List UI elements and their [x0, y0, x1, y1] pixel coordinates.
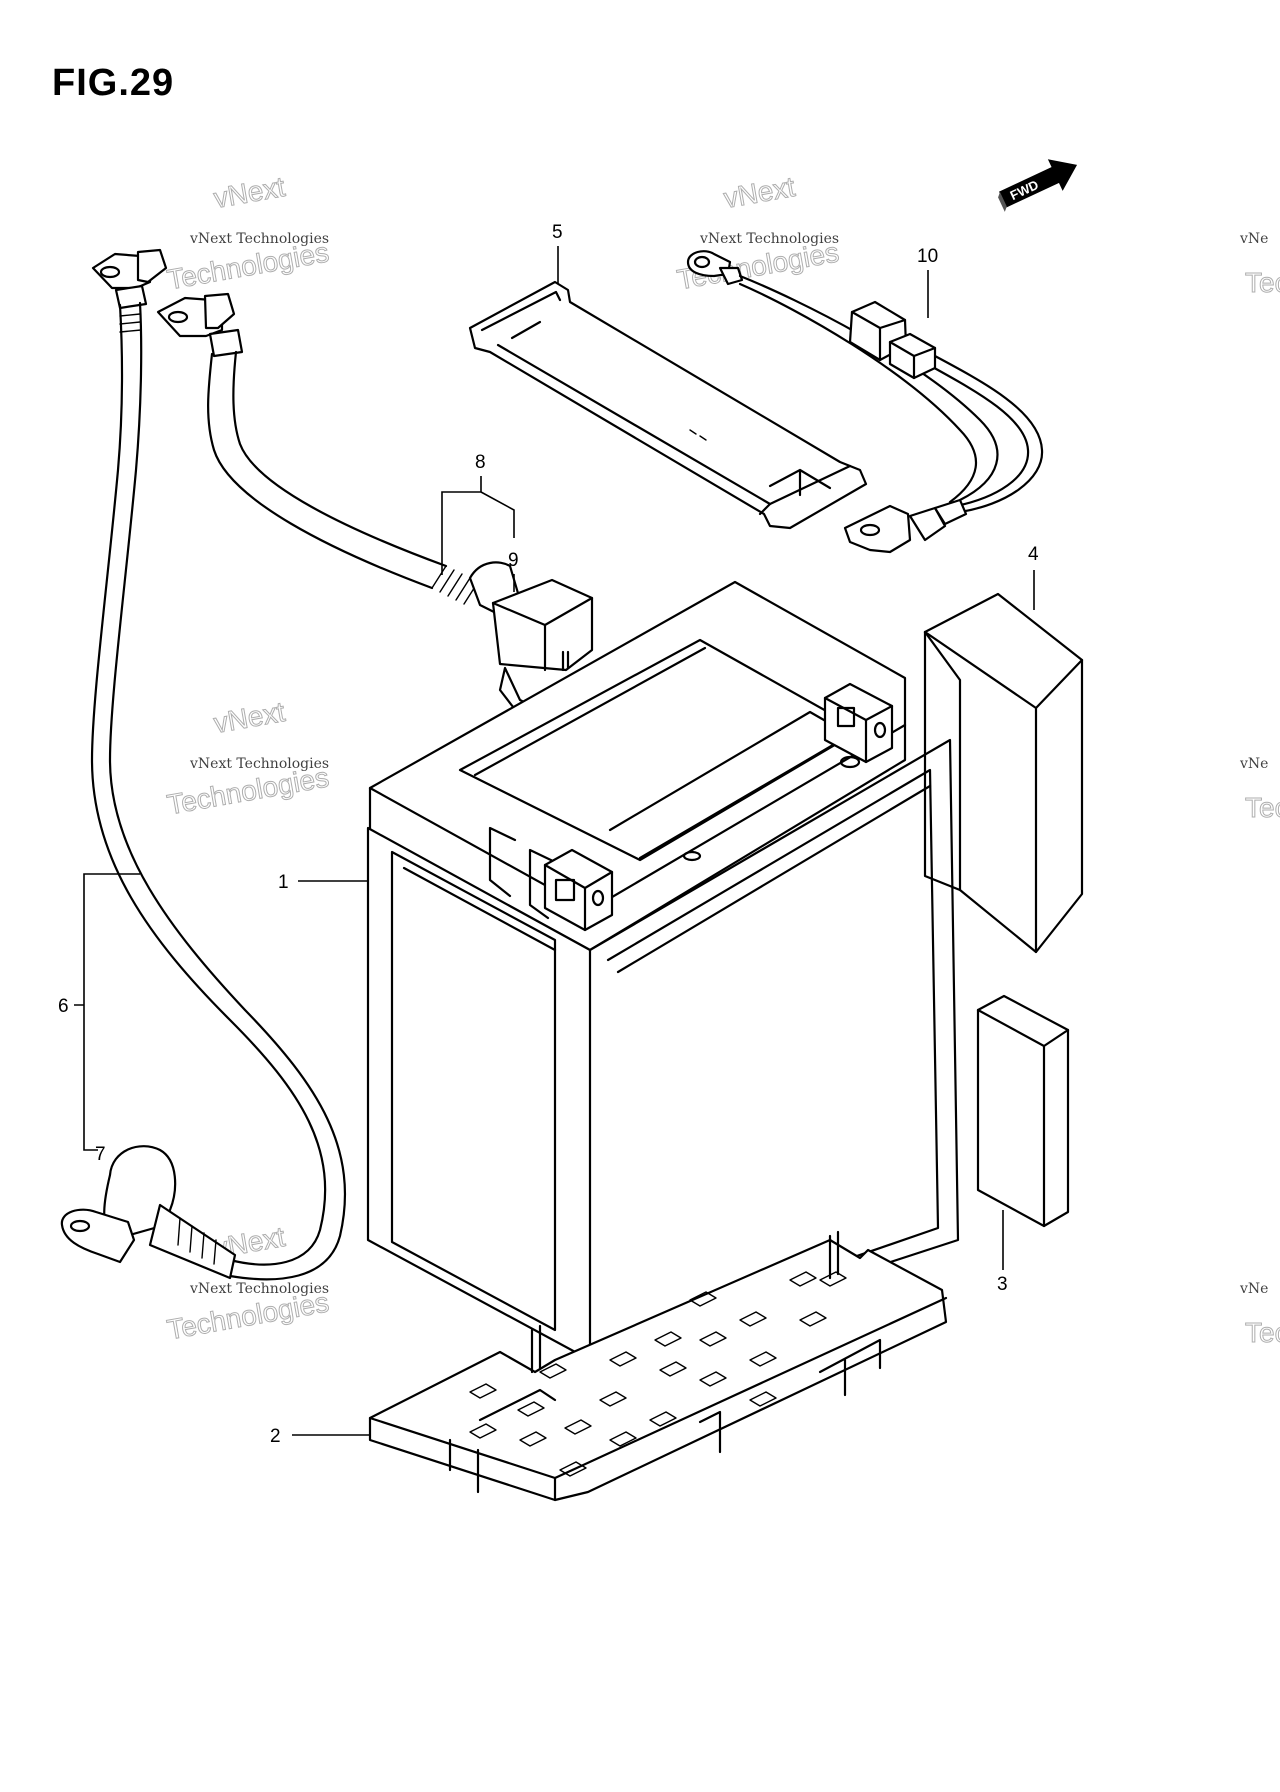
watermark-edge-text: Tec: [1245, 1317, 1280, 1348]
battery-spacer-3: [976, 994, 1070, 1228]
watermark-edge-text: Tec: [1245, 267, 1280, 298]
ring-terminal: [60, 1208, 136, 1264]
watermark-text: vNext Technologies: [189, 756, 329, 772]
battery-terminal: [823, 682, 894, 764]
callout-2: 2: [270, 1426, 281, 1447]
positive-cable-8: [156, 292, 612, 744]
callout-8: 8: [475, 452, 486, 473]
callout-6: 6: [58, 996, 69, 1017]
callout-7: 7: [95, 1144, 106, 1165]
callout-9: 9: [508, 550, 519, 571]
figure-title: FIG.29: [52, 62, 175, 104]
watermark-text: vNext Technologies: [189, 1281, 329, 1297]
watermark-edge-text: Tec: [1245, 792, 1280, 823]
battery-cable-6: [60, 248, 347, 1281]
fuse-lead-10: [686, 250, 1044, 554]
battery-tray-2: [368, 1230, 948, 1502]
fwd-label: FWD: [1008, 177, 1041, 203]
battery-terminal: [543, 848, 614, 932]
watermark-edge-text: vNe: [1239, 1281, 1268, 1297]
battery-pad-4: [923, 592, 1084, 954]
watermark-text: vNext: [211, 696, 287, 739]
watermark-text: vNext: [721, 171, 797, 214]
cable-terminal: [843, 504, 912, 554]
callout-1: 1: [278, 872, 289, 893]
callout-group: 1 2 3 4 5 6 7 8 9 10: [58, 222, 1039, 1447]
watermark-edge-text: vNe: [1239, 756, 1268, 772]
watermark-text: vNext: [211, 171, 287, 214]
forward-arrow-icon: FWD: [998, 159, 1078, 212]
watermark-text: vNext Technologies: [189, 231, 329, 247]
battery-strap-5: [468, 280, 868, 530]
watermark-text: vNext Technologies: [699, 231, 839, 247]
callout-10: 10: [917, 246, 938, 267]
battery-1: [366, 580, 960, 1362]
callout-4: 4: [1028, 544, 1039, 565]
callout-3: 3: [997, 1274, 1008, 1295]
watermark-edge-text: vNe: [1239, 231, 1268, 247]
callout-5: 5: [552, 222, 563, 243]
